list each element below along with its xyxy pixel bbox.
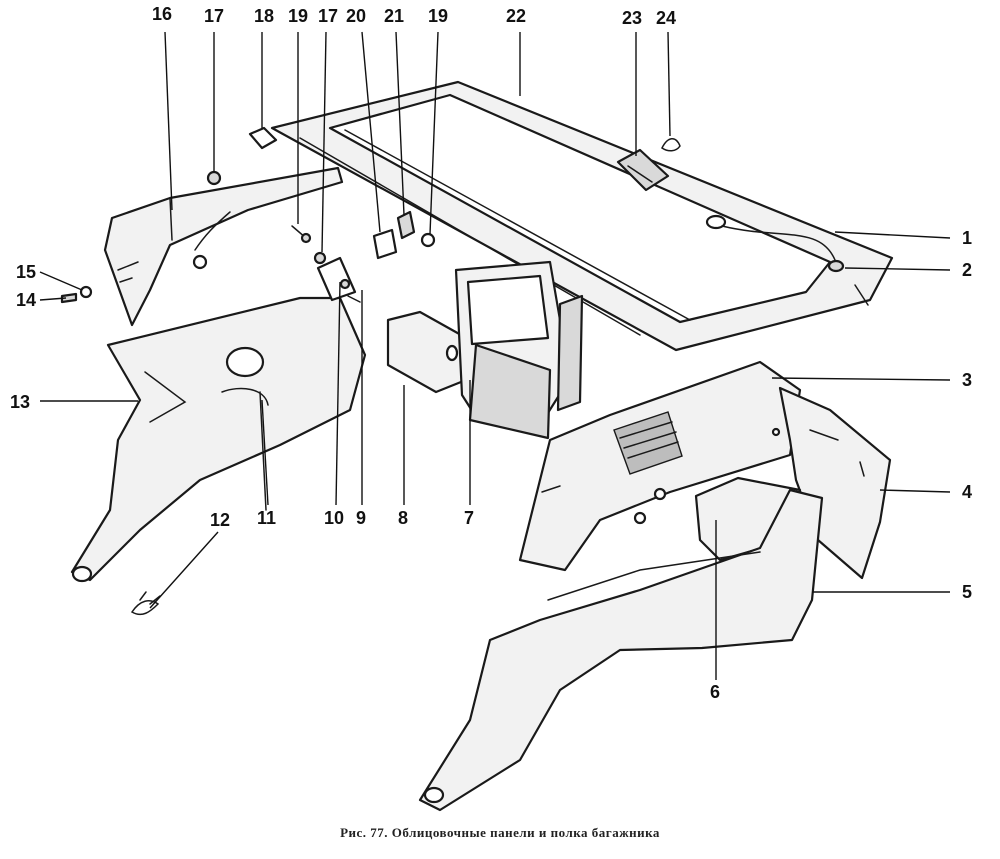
callout-20: 20: [346, 6, 366, 26]
callout-12: 12: [210, 510, 230, 530]
callout-15: 15: [16, 262, 36, 282]
callout-8: 8: [398, 508, 408, 528]
callout-13: 13: [10, 392, 30, 412]
grommet: [827, 259, 845, 273]
callout-11: 11: [257, 508, 276, 528]
center-support: [454, 260, 584, 440]
callout-18: 18: [254, 6, 274, 26]
right-wheel-arch-trim: [418, 488, 824, 812]
left-upper-side-trim: [103, 166, 344, 327]
callout-9: 9: [356, 508, 366, 528]
callout-4: 4: [962, 482, 972, 502]
leader-lines: [39, 31, 951, 680]
spacer-block: [248, 126, 278, 150]
plug-cap: [259, 391, 267, 511]
fastener-set: [291, 210, 436, 260]
left-wheel-arch-trim: [70, 296, 367, 583]
callout-24: 24: [656, 8, 676, 28]
screw-and-washer: [60, 285, 93, 304]
parcel-shelf: [270, 80, 894, 352]
callout-19-left: 19: [288, 6, 308, 26]
callout-2: 2: [962, 260, 972, 280]
nut: [206, 170, 327, 265]
callout-14: 14: [16, 290, 36, 310]
callout-21: 21: [384, 6, 404, 26]
shelf-light: [616, 148, 670, 192]
callout-6: 6: [710, 682, 720, 702]
callout-23: 23: [622, 8, 642, 28]
callout-17-top-right: 17: [318, 6, 338, 26]
small-bracket: [316, 256, 361, 303]
right-rear-panel: [518, 360, 802, 572]
shelf-clip: [661, 138, 681, 152]
callout-7: 7: [464, 508, 474, 528]
spring-clip: [130, 591, 161, 616]
figure-caption: Рис. 77. Облицовочные панели и полка баг…: [340, 825, 660, 840]
callout-labels: 16 17 18 19 17 20 21 19 22 23 24 1 2 3 4…: [10, 4, 972, 702]
callout-1: 1: [962, 228, 972, 248]
callout-5: 5: [962, 582, 972, 602]
callout-3: 3: [962, 370, 972, 390]
callout-19-right: 19: [428, 6, 448, 26]
callout-17-top-left: 17: [204, 6, 224, 26]
callout-16: 16: [152, 4, 172, 24]
right-side-trim: [778, 386, 892, 580]
callout-10: 10: [324, 508, 344, 528]
callout-22: 22: [506, 6, 526, 26]
